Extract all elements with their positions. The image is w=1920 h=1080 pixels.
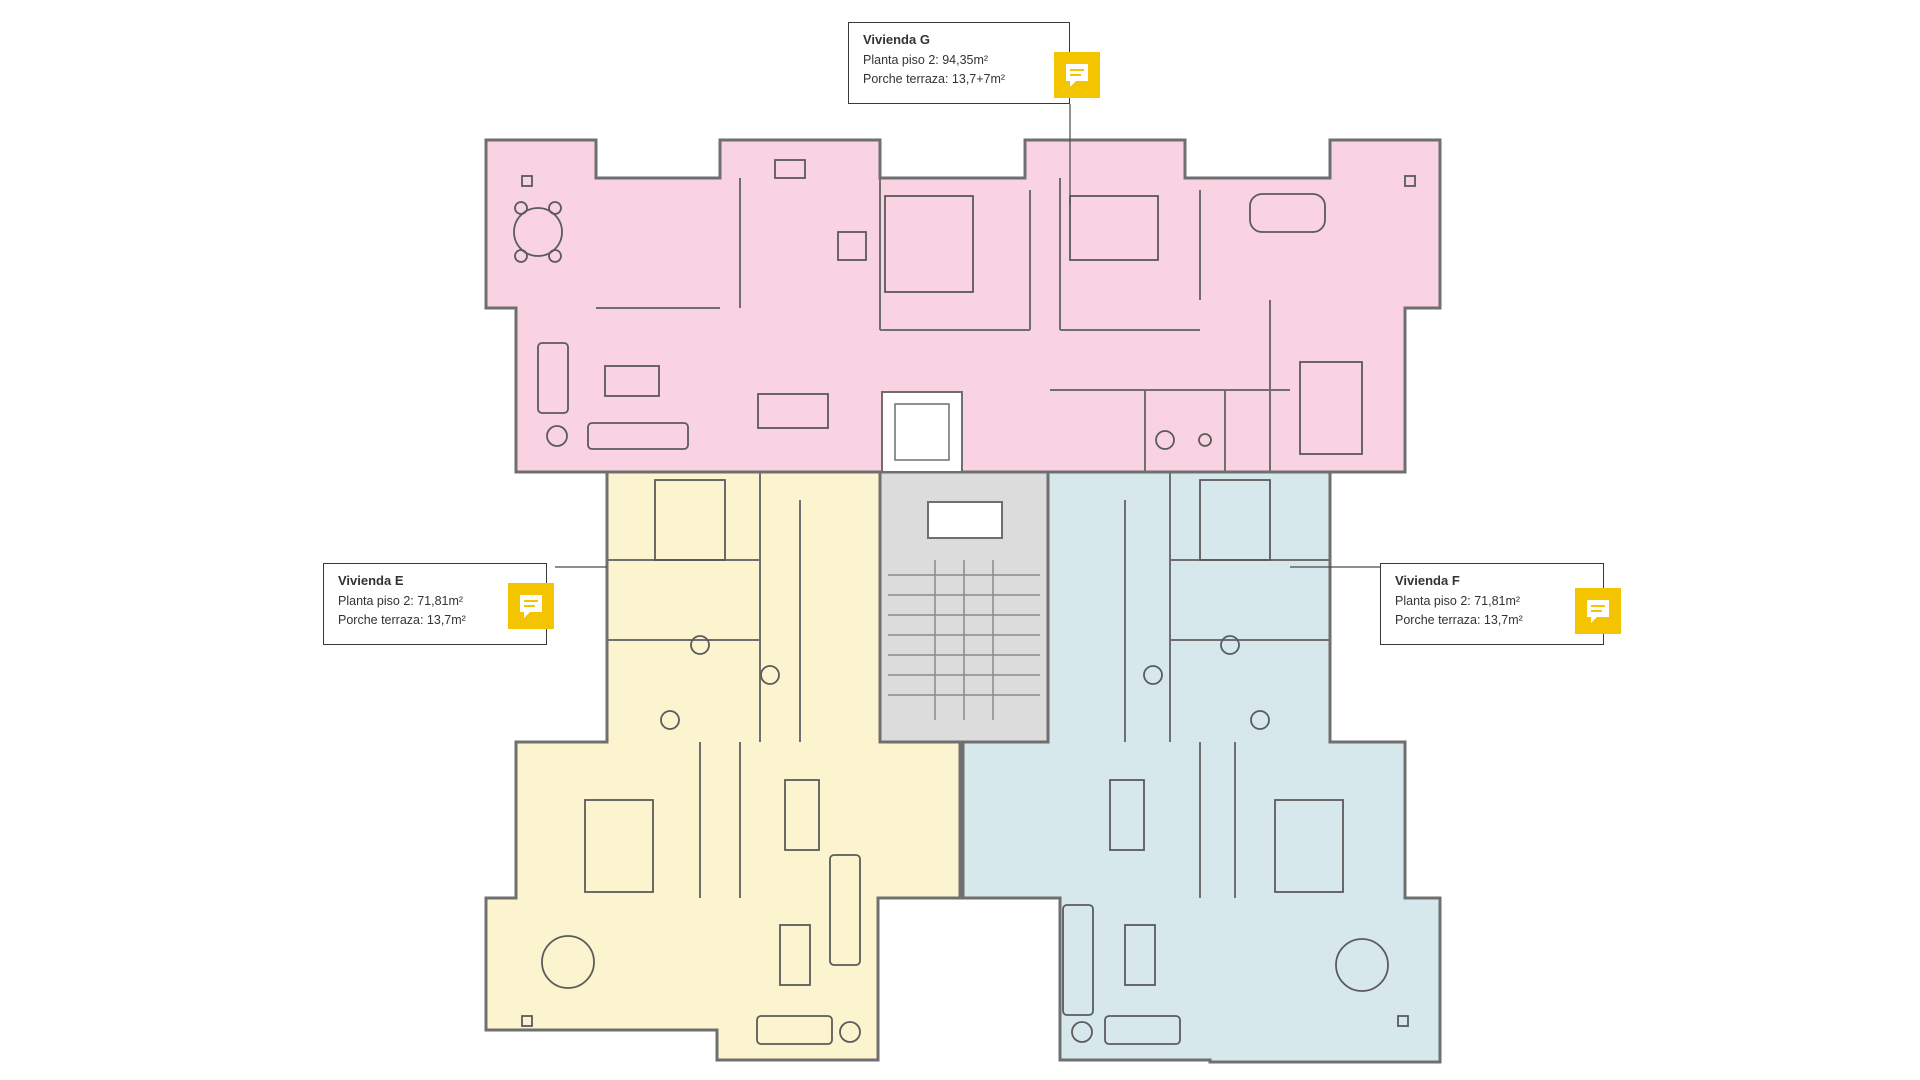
callout-terrace-area: Porche terraza: 13,7m² (1395, 613, 1523, 627)
comment-icon (520, 595, 542, 618)
comment-badge-g[interactable] (1054, 52, 1100, 98)
comment-badge-f[interactable] (1575, 588, 1621, 634)
callout-floor-area: Planta piso 2: 71,81m² (338, 594, 464, 608)
comment-badge-e[interactable] (508, 583, 554, 629)
unit-f-area (961, 470, 1442, 1064)
furniture (513, 159, 1416, 1045)
comment-icon (1587, 600, 1609, 623)
callout-terrace-area: Porche terraza: 13,7+7m² (863, 72, 1006, 86)
callout-floor-area: Planta piso 2: 71,81m² (1395, 594, 1521, 608)
callout-leaders (555, 104, 1380, 568)
callout-vivienda-f: Vivienda F Planta piso 2: 71,81m² Porche… (1380, 563, 1604, 645)
callout-title: Vivienda G (863, 32, 930, 47)
comment-icon (1066, 64, 1088, 87)
core-stairs (878, 391, 1050, 744)
callout-vivienda-g: Vivienda G Planta piso 2: 94,35m² Porche… (848, 22, 1070, 104)
callout-title: Vivienda E (338, 573, 404, 588)
callout-terrace-area: Porche terraza: 13,7m² (338, 613, 466, 627)
callout-title: Vivienda F (1395, 573, 1460, 588)
callout-floor-area: Planta piso 2: 94,35m² (863, 53, 989, 67)
